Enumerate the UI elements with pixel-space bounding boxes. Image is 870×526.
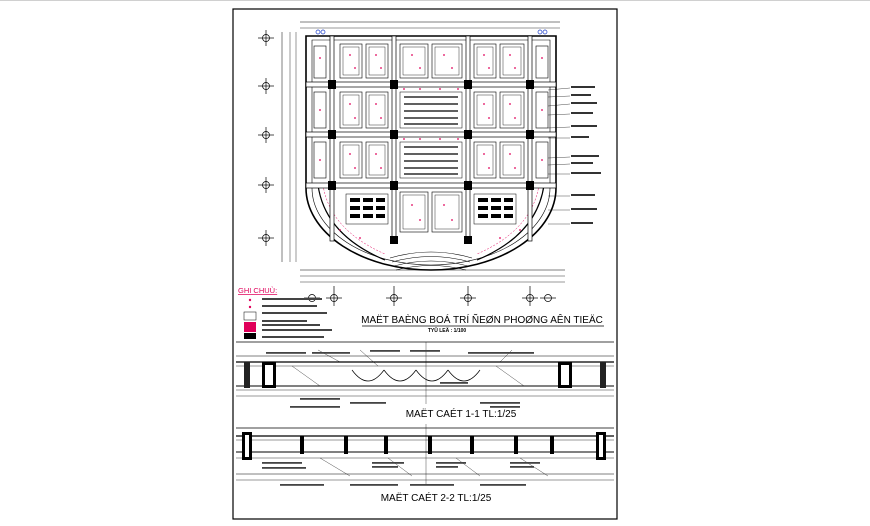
plan-title: MAËT BAÈNG BOÁ TRÍ ÑEØN PHOØNG AÊN TIEÄC	[361, 313, 603, 326]
section-2-2: MAËT CAÉT 2-2 TL:1/25	[236, 424, 614, 504]
section-2-title: MAËT CAÉT 2-2 TL:1/25	[381, 491, 492, 504]
section-1-title: MAËT CAÉT 1-1 TL:1/25	[406, 407, 517, 420]
sheet-border	[232, 8, 618, 520]
legend-block: GHI CHUÙ:	[238, 286, 332, 339]
plan-scale: TYÛ LEÄ : 1/100	[428, 327, 467, 334]
section-1-1: MAËT CAÉT 1-1 TL:1/25	[236, 341, 614, 420]
legend-heading: GHI CHUÙ:	[238, 286, 277, 295]
viewer-top-edge	[0, 0, 870, 1]
floor-plan	[258, 21, 601, 306]
